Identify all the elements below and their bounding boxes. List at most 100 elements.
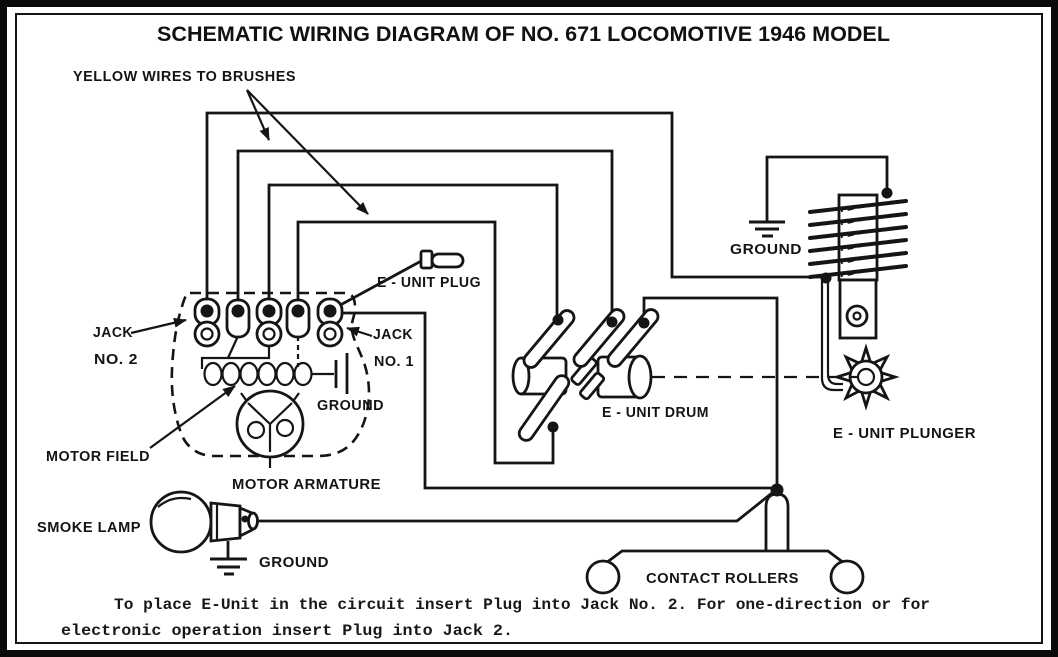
lamp-screw-base — [209, 501, 242, 543]
field-coil-loop — [257, 361, 277, 387]
motor-field-circuit — [200, 335, 349, 394]
contact-roller-right — [829, 559, 865, 595]
wire-brush-to-drum-middle — [236, 149, 614, 320]
drum-finger-bottom — [517, 374, 571, 442]
drum-contact-dot — [552, 314, 564, 326]
diagram-title: SCHEMATIC WIRING DIAGRAM OF NO. 671 LOCO… — [157, 22, 890, 46]
coil-top-junction-dot — [881, 187, 893, 199]
e-unit-drum — [511, 308, 660, 442]
wire-brush-to-drum-bottom — [296, 220, 555, 465]
motor-field-arrow — [149, 385, 236, 449]
jack-ring-hole — [323, 327, 337, 341]
jack-ring — [316, 320, 344, 348]
contact-rollers — [585, 483, 865, 595]
field-ground-plates — [334, 353, 349, 394]
label-motor-field: MOTOR FIELD — [46, 449, 150, 465]
contact-roller-left — [585, 559, 621, 595]
yellow-wire-arrow-2 — [246, 89, 369, 215]
jack-ring-hole — [200, 327, 214, 341]
inner-border — [15, 13, 1043, 644]
label-e-unit-plunger: E - UNIT PLUNGER — [833, 426, 976, 442]
jack-socket-no2 — [193, 297, 221, 348]
drum-right-cylinder-end — [627, 354, 653, 400]
plunger-bracket — [820, 280, 843, 392]
jack-pin-2 — [225, 298, 251, 339]
label-motor-ground: GROUND — [317, 398, 384, 414]
label-yellow-wires: YELLOW WIRES TO BRUSHES — [73, 69, 296, 85]
wire-lamp-to-rollers — [256, 491, 773, 523]
field-coil-loop — [203, 361, 223, 387]
lamp-glass-highlight — [157, 496, 192, 508]
jack-no1-arrow — [346, 326, 373, 338]
jack-terminal-dot — [291, 304, 305, 318]
jack-ring — [193, 320, 221, 348]
field-coil-loop — [221, 361, 241, 387]
field-coil-loop — [293, 361, 313, 387]
roller-pickup-loop — [764, 492, 790, 551]
motor-armature — [235, 389, 305, 468]
wire-jack2-to-coil — [205, 111, 826, 302]
roller-bus-bar — [605, 549, 845, 565]
label-e-unit-drum: E - UNIT DRUM — [602, 405, 709, 421]
callout-arrows — [130, 89, 373, 449]
label-motor-armature: MOTOR ARMATURE — [232, 477, 381, 493]
drum-contact-dot — [638, 317, 650, 329]
jack-pin-4 — [285, 298, 311, 339]
plug-ferrule — [419, 249, 434, 270]
smoke-lamp — [149, 490, 259, 554]
jack-socket-no1 — [316, 297, 344, 348]
armature-y-windings — [247, 402, 293, 468]
armature-brush-right — [275, 418, 295, 438]
wire-jack1-to-plug — [332, 258, 424, 311]
drum-left-cylinder-end — [511, 356, 531, 396]
field-coil-loop — [239, 361, 259, 387]
ground-symbol-lamp — [210, 557, 247, 576]
jack-terminal-dot — [231, 304, 245, 318]
drum-contact-dot — [606, 316, 618, 328]
caption-line-1: To place E-Unit in the circuit insert Pl… — [114, 596, 930, 614]
label-coil-ground: GROUND — [730, 242, 802, 258]
armature-brush-ticks — [240, 392, 300, 401]
plunger-pivot-hole — [852, 311, 862, 321]
jack-ring-hole — [262, 327, 276, 341]
label-jack-no2-line1: JACK — [93, 325, 133, 341]
ground-symbol-coil — [749, 220, 785, 238]
armature-brush-left — [246, 420, 266, 440]
label-smoke-lamp: SMOKE LAMP — [37, 520, 141, 536]
label-jack-no1-line2: NO. 1 — [374, 354, 414, 370]
label-jack-no1-line1: JACK — [373, 327, 413, 343]
lamp-contact-dot — [241, 515, 249, 523]
drum-finger-left — [522, 309, 576, 369]
e-unit-plug — [419, 249, 465, 270]
plug-tip — [430, 252, 465, 269]
yellow-wire-arrow-1 — [245, 89, 271, 141]
field-lead-from-jack2 — [226, 335, 240, 359]
plunger-pivot — [845, 304, 869, 328]
e-unit-coil — [808, 193, 908, 282]
lamp-bulb-glass — [149, 490, 213, 554]
wire-coil-to-ground — [765, 155, 889, 221]
field-coil-loop — [275, 361, 295, 387]
label-contact-rollers: CONTACT ROLLERS — [646, 571, 799, 587]
jack-terminal-dot — [262, 304, 276, 318]
jack-no2-arrow — [130, 317, 187, 335]
wiring — [205, 111, 889, 558]
jack-socket-3 — [255, 297, 283, 348]
label-jack-no2-line2: NO. 2 — [94, 352, 138, 368]
wire-jack1-to-rollers — [332, 311, 772, 490]
e-unit-plunger — [820, 278, 900, 411]
jack-terminals — [193, 297, 344, 348]
caption-line-2: electronic operation insert Plug into Ja… — [61, 622, 513, 640]
drum-center-contact — [578, 371, 606, 401]
jack-terminal-dot — [200, 304, 214, 318]
field-bracket — [200, 346, 271, 369]
jack-ring — [255, 320, 283, 348]
wire-to-drum-left — [267, 183, 559, 317]
label-lamp-ground: GROUND — [259, 555, 329, 571]
coil-bottom-junction-dot — [820, 272, 832, 284]
lamp-tip-contact — [247, 511, 259, 531]
drum-contact-dot — [547, 421, 559, 433]
